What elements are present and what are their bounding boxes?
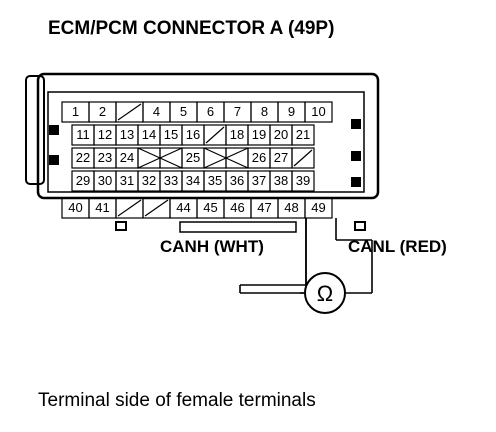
pin-number: 24 <box>120 150 134 165</box>
pin-number: 25 <box>186 150 200 165</box>
pin-number: 9 <box>288 104 295 119</box>
pin-number: 12 <box>98 127 112 142</box>
empty-cavity-mark <box>144 199 169 217</box>
pin-number: 22 <box>76 150 90 165</box>
pin-number: 40 <box>68 200 82 215</box>
pin-cell <box>137 147 161 169</box>
pin-number: 49 <box>311 200 325 215</box>
pin-number: 37 <box>252 173 266 188</box>
pin-number: 29 <box>76 173 90 188</box>
pin-number: 5 <box>180 104 187 119</box>
pin-number: 31 <box>120 173 134 188</box>
pin-number: 7 <box>234 104 241 119</box>
pin-number: 18 <box>230 127 244 142</box>
pin-number: 30 <box>98 173 112 188</box>
pin-number: 35 <box>208 173 222 188</box>
pin-number: 26 <box>252 150 266 165</box>
empty-cavity-mark <box>117 199 142 217</box>
pin-cell <box>225 147 249 169</box>
pin-number: 13 <box>120 127 134 142</box>
pin-number: 32 <box>142 173 156 188</box>
pin-number: 38 <box>274 173 288 188</box>
canl-label: CANL (RED) <box>348 237 447 256</box>
pin-number: 21 <box>296 127 310 142</box>
pin-cell <box>304 197 333 219</box>
pin-number: 27 <box>274 150 288 165</box>
pin-cell <box>291 170 315 192</box>
test-wires <box>239 218 373 294</box>
empty-cavity-mark <box>117 103 142 121</box>
pin-number: 14 <box>142 127 156 142</box>
empty-cavity-mark <box>293 149 313 167</box>
ohm-symbol: Ω <box>317 281 333 306</box>
pin-number: 45 <box>203 200 217 215</box>
pin-number: 20 <box>274 127 288 142</box>
pin-cell <box>291 147 315 169</box>
pin-number: 46 <box>230 200 244 215</box>
pin-number: 33 <box>164 173 178 188</box>
pin-cell <box>203 147 227 169</box>
pin-number: 8 <box>261 104 268 119</box>
pin-number: 34 <box>186 173 200 188</box>
pin-cell <box>304 101 333 123</box>
pin-number: 23 <box>98 150 112 165</box>
pin-number: 47 <box>257 200 271 215</box>
empty-cavity-mark <box>205 126 225 144</box>
pin-number: 15 <box>164 127 178 142</box>
pin-number: 6 <box>207 104 214 119</box>
diagram-title: ECM/PCM CONNECTOR A (49P) <box>48 18 334 39</box>
canh-label: CANH (WHT) <box>160 237 264 256</box>
ohmmeter: Ω <box>304 272 346 314</box>
pin-number: 1 <box>72 104 79 119</box>
pin-cell <box>159 147 183 169</box>
pin-number: 44 <box>176 200 190 215</box>
pin-number: 4 <box>153 104 160 119</box>
pin-number: 48 <box>284 200 298 215</box>
pin-number: 39 <box>296 173 310 188</box>
pin-number: 41 <box>95 200 109 215</box>
pin-number: 16 <box>186 127 200 142</box>
diagram-caption: Terminal side of female terminals <box>38 390 316 411</box>
pin-number: 2 <box>99 104 106 119</box>
pin-number: 11 <box>76 127 90 142</box>
pin-number: 36 <box>230 173 244 188</box>
pin-number: 19 <box>252 127 266 142</box>
pin-number: 10 <box>311 104 325 119</box>
pin-cell <box>291 124 315 146</box>
